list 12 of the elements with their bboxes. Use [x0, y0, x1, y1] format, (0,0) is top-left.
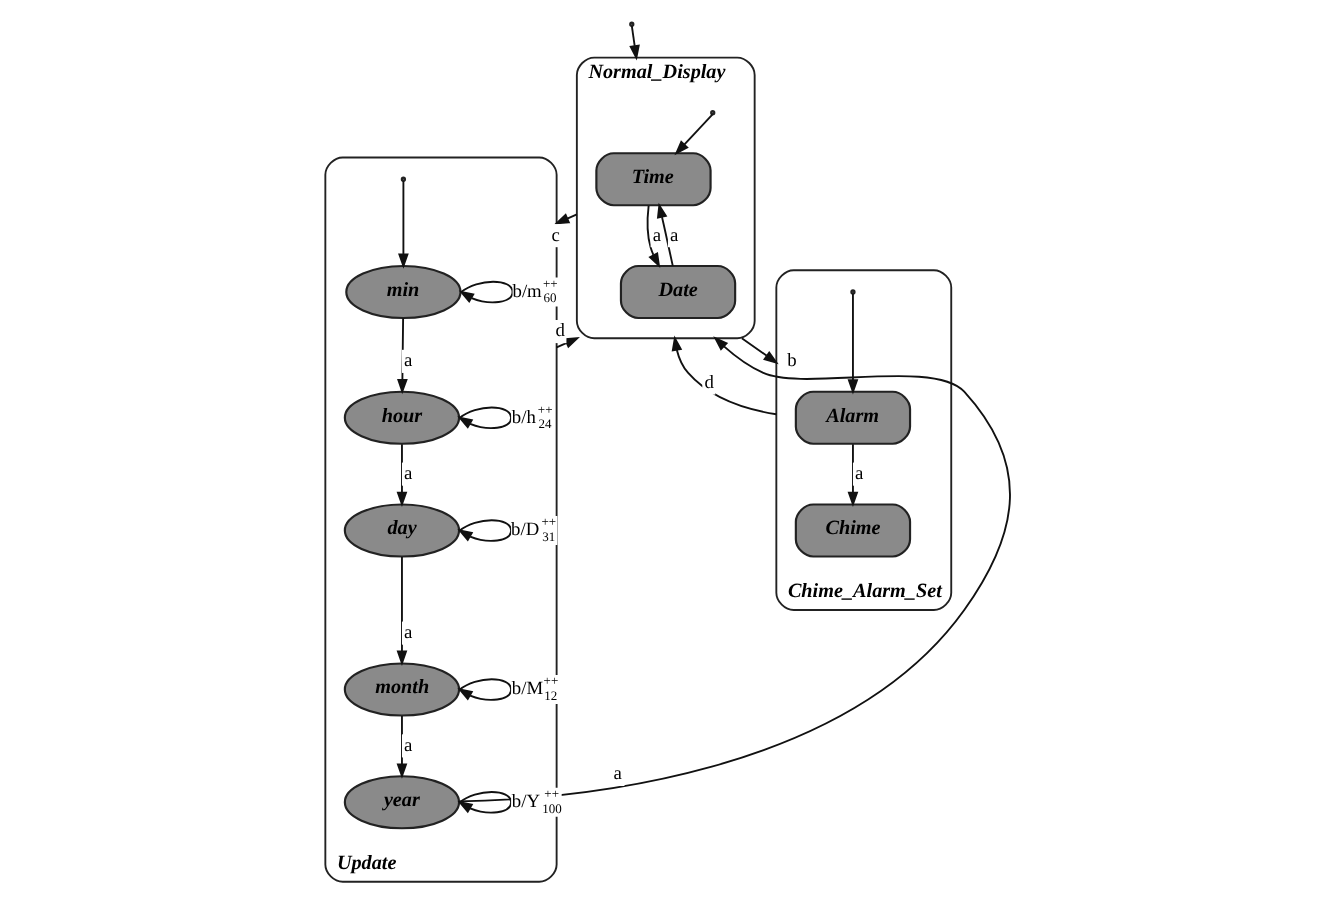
edge-label: a — [652, 226, 662, 247]
edge-label: a — [404, 736, 413, 757]
edge-label: d — [555, 322, 565, 343]
edge-label: a — [404, 465, 413, 486]
edge-label: c — [551, 226, 560, 247]
edge-label: a — [855, 465, 864, 486]
edge-label: b — [787, 352, 797, 373]
edge-label: a — [670, 226, 679, 247]
edge-label: a — [613, 765, 622, 786]
edge-label: d — [704, 373, 714, 394]
edge-label: a — [404, 352, 413, 373]
edge-label: a — [404, 624, 413, 645]
